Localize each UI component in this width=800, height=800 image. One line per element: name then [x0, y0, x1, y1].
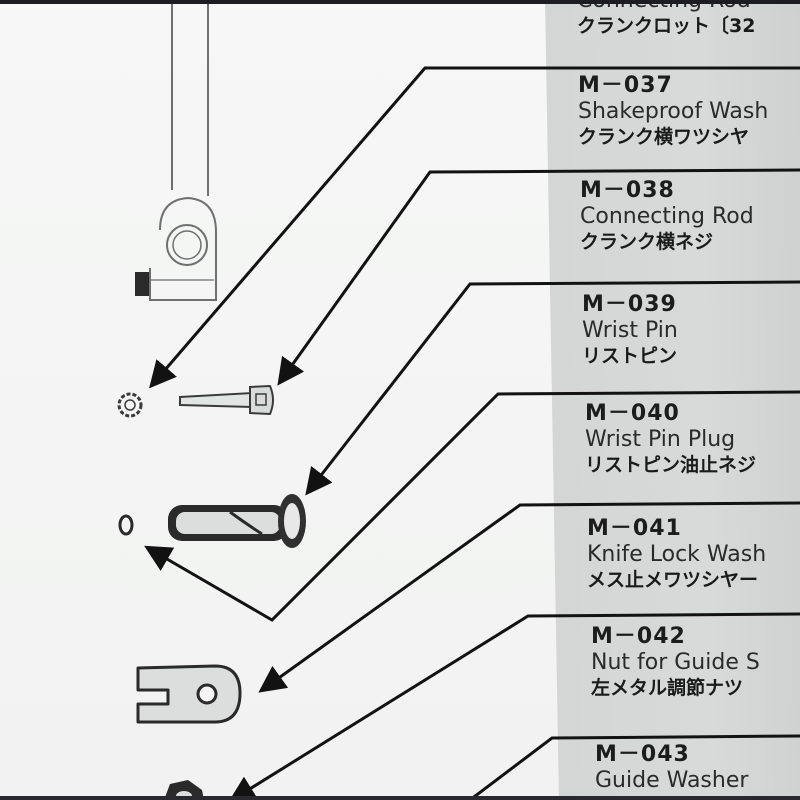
leader-lines — [144, 66, 800, 800]
bottom-edge — [0, 796, 800, 800]
wrist-pin-icon — [168, 494, 306, 548]
shakeproof-washer-icon — [117, 392, 143, 418]
screw-icon — [179, 384, 274, 416]
lock-washer-icon — [136, 664, 242, 724]
connecting-rod-icon — [135, 0, 217, 301]
top-edge — [0, 0, 800, 4]
plug-icon — [118, 514, 134, 536]
